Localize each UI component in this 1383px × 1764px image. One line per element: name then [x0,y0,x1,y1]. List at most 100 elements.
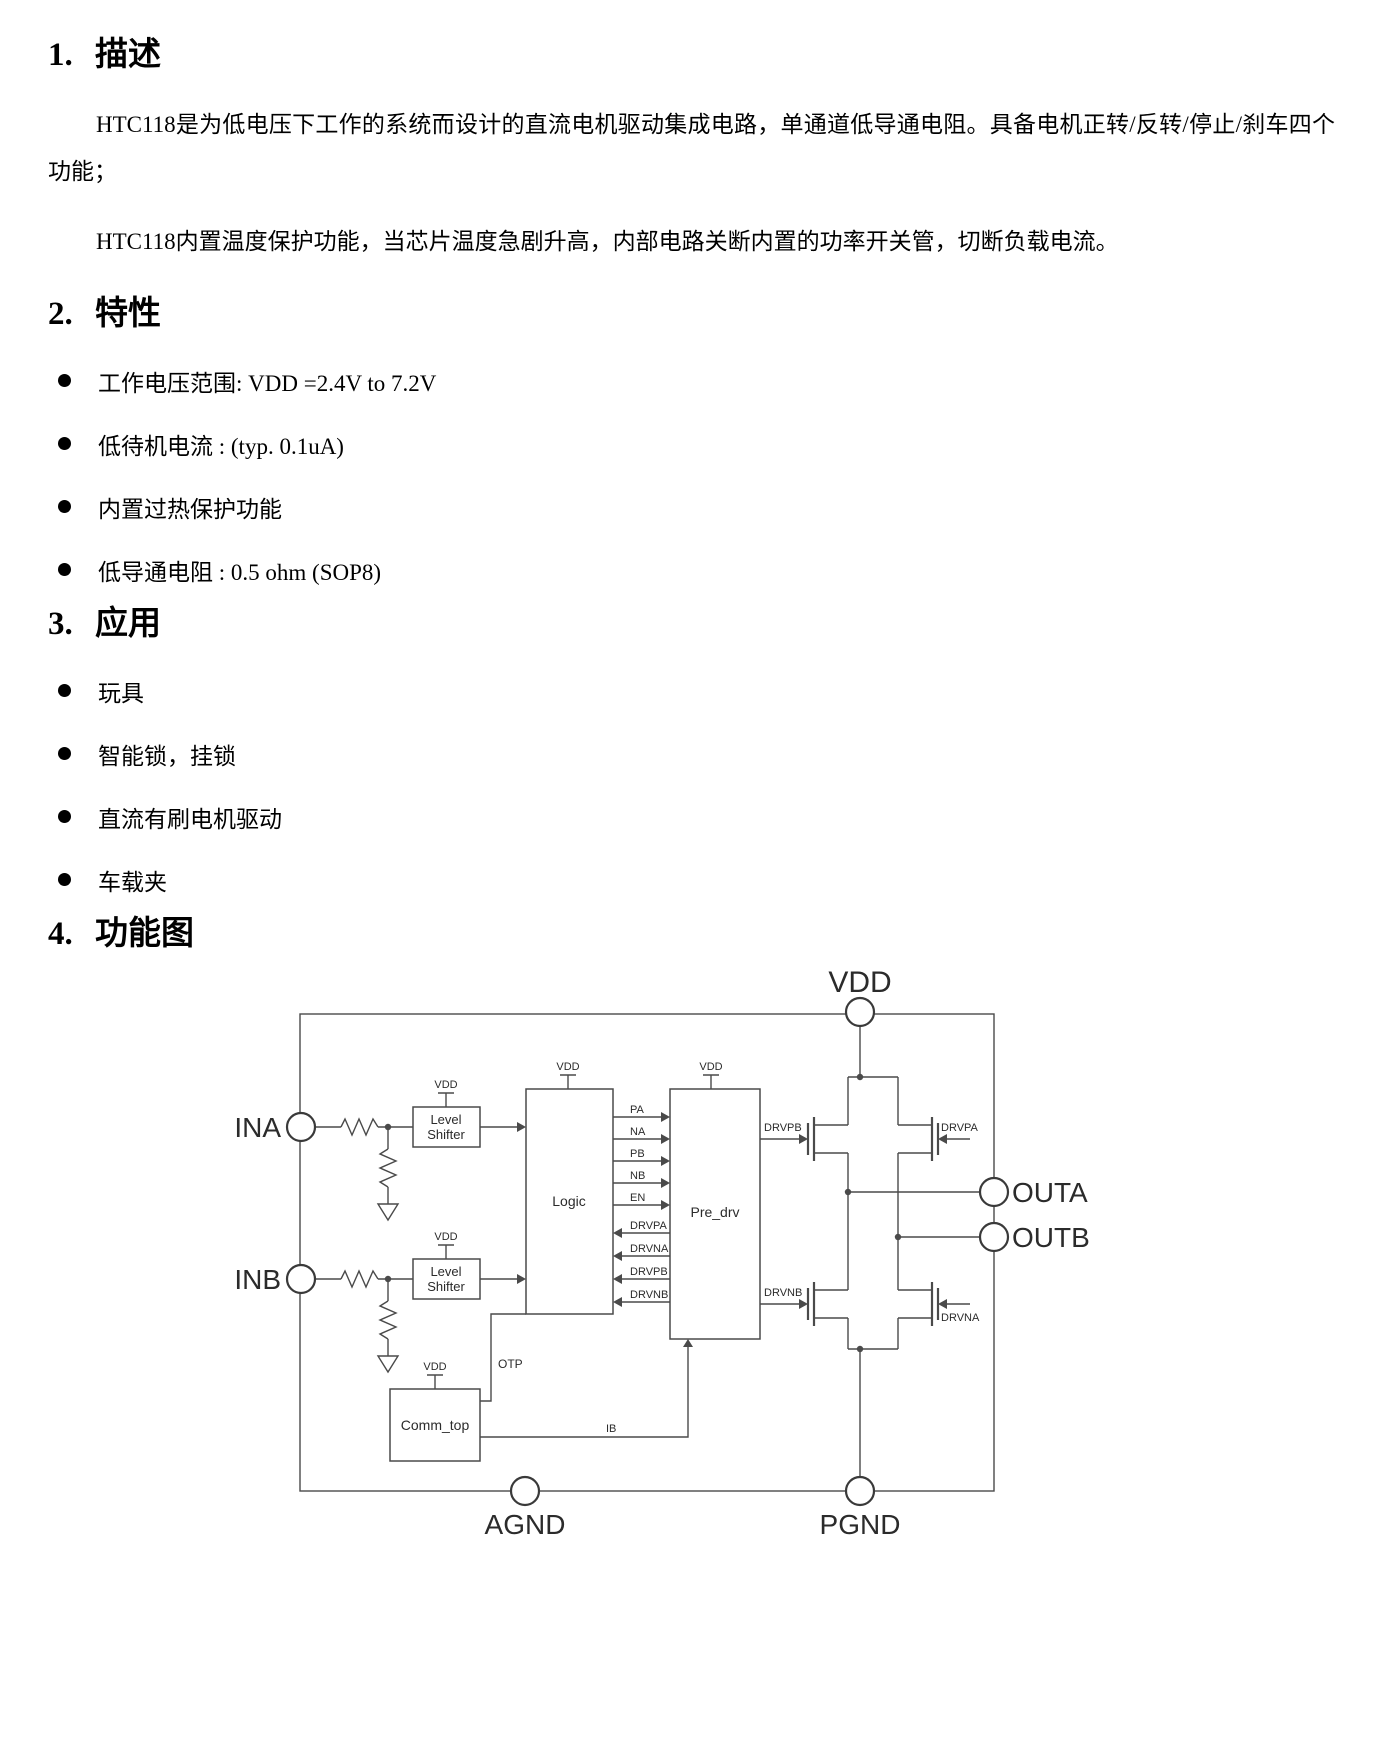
section-title: 功能图 [95,916,194,952]
pin-label-outb: OUTB [1012,1222,1090,1253]
block-label-logic: Logic [552,1193,585,1209]
arrowhead [661,1112,670,1122]
bullet-icon [58,873,71,886]
feature-text: 低待机电流 : (typ. 0.1uA) [98,433,344,459]
outa-pin [978,1176,1010,1208]
block-label-comm-top: Comm_top [401,1417,470,1433]
vdd-supply-symbol [560,1074,576,1089]
inb-pin [285,1263,317,1295]
agnd-pin [509,1475,541,1507]
vdd-supply-symbol [427,1374,443,1389]
level-shifter-a-block [412,1106,481,1148]
diagram-blocks [389,1088,761,1462]
vdd-pin [844,996,876,1028]
section-2-heading: 2. 特性 [48,291,1335,337]
pin-label-pgnd: PGND [820,1509,901,1540]
diagram-pin-circles [285,996,1010,1507]
signal-label-nb: NB [630,1170,645,1182]
resistor-symbol [340,1269,379,1289]
signal-label-na: NA [630,1126,646,1138]
applications-list: 玩具 智能锁，挂锁 直流有刷电机驱动 车载夹 [48,659,1335,911]
supply-label-vdd: VDD [423,1361,446,1373]
arrowhead [799,1299,808,1309]
ground-symbol [376,1203,400,1222]
logic-block [525,1088,614,1315]
function-diagram: VDD INA INB OUTA OUTB AGND PGND Level Sh… [234,966,1089,1540]
section-title: 应用 [95,606,161,642]
signal-label-drvpb: DRVPB [630,1266,668,1278]
signal-label-pb: PB [630,1148,645,1160]
arrowhead [517,1122,526,1132]
function-diagram-container: VDD INA INB OUTA OUTB AGND PGND Level Sh… [48,959,1335,1564]
diagram-labels: VDD INA INB OUTA OUTB AGND PGND Level Sh… [234,966,1089,1540]
arrowhead [661,1134,670,1144]
arrowhead [661,1156,670,1166]
description-paragraph-1: HTC118是为低电压下工作的系统而设计的直流电机驱动集成电路，单通道低导通电阻… [48,112,1335,184]
pre-drv-block [669,1088,761,1340]
gate-label-drvpb: DRVPB [764,1122,802,1134]
signal-label-en: EN [630,1192,645,1204]
arrowhead [613,1251,622,1261]
diagram-wiring [299,1013,995,1492]
features-list: 工作电压范围: VDD =2.4V to 7.2V 低待机电流 : (typ. … [48,349,1335,601]
arrowhead [613,1297,622,1307]
resistor-symbol [340,1117,379,1137]
outb-pin [978,1221,1010,1253]
arrowhead [661,1200,670,1210]
feature-text: 内置过热保护功能 [98,496,282,522]
block-label-pre-drv: Pre_drv [690,1204,739,1220]
application-item: 直流有刷电机驱动 [58,785,1335,848]
level-shifter-b-block [412,1258,481,1300]
section-3-heading: 3. 应用 [48,601,1335,647]
arrowhead [799,1134,808,1144]
supply-label-vdd: VDD [699,1061,722,1073]
signal-label-ib: IB [606,1423,616,1435]
signal-label-pa: PA [630,1104,645,1116]
vdd-supply-symbol [438,1092,454,1107]
gate-label-drvpa: DRVPA [941,1122,979,1134]
bullet-icon [58,747,71,760]
description-paragraph-2: HTC118内置温度保护功能，当芯片温度急剧升高，内部电路关断内置的功率开关管，… [96,229,1119,254]
signal-label-drvna: DRVNA [630,1243,669,1255]
ground-symbol [376,1355,400,1374]
application-text: 直流有刷电机驱动 [98,806,282,832]
arrowhead [661,1178,670,1188]
bullet-icon [58,500,71,513]
feature-item: 低导通电阻 : 0.5 ohm (SOP8) [58,538,1335,601]
vdd-supply-symbol [438,1244,454,1259]
gate-label-drvna: DRVNA [941,1312,980,1324]
feature-text: 低导通电阻 : 0.5 ohm (SOP8) [98,559,382,585]
section-number: 2. [48,296,73,332]
pgnd-pin [844,1475,876,1507]
arrowhead [517,1274,526,1284]
block-label-level-b-1: Level [430,1264,461,1279]
arrowhead [613,1274,622,1284]
application-text: 车载夹 [98,869,167,895]
bullet-icon [58,684,71,697]
bullet-icon [58,810,71,823]
block-label-level-b-2: Shifter [427,1279,465,1294]
diagram-border [299,1013,995,1492]
arrowhead [938,1299,947,1309]
application-text: 智能锁，挂锁 [98,743,236,769]
datasheet-page: 1. 描述 HTC118是为低电压下工作的系统而设计的直流电机驱动集成电路，单通… [48,37,1335,1564]
pin-label-ina: INA [234,1112,281,1143]
bullet-icon [58,374,71,387]
pin-label-inb: INB [234,1264,281,1295]
gate-label-drvnb: DRVNB [764,1287,802,1299]
bullet-icon [58,563,71,576]
signal-label-drvpa: DRVPA [630,1220,668,1232]
section-title: 特性 [95,296,161,332]
pin-label-agnd: AGND [485,1509,566,1540]
feature-text: 工作电压范围: VDD =2.4V to 7.2V [98,370,437,396]
block-label-level-a-1: Level [430,1112,461,1127]
section-title: 描述 [95,37,161,73]
section-number: 4. [48,916,73,952]
feature-item: 低待机电流 : (typ. 0.1uA) [58,412,1335,475]
section-number: 3. [48,606,73,642]
vdd-supply-symbol [703,1074,719,1089]
resistor-symbol [378,1300,398,1340]
supply-label-vdd: VDD [556,1061,579,1073]
signal-label-drvnb: DRVNB [630,1289,668,1301]
resistor-symbol [378,1148,398,1188]
